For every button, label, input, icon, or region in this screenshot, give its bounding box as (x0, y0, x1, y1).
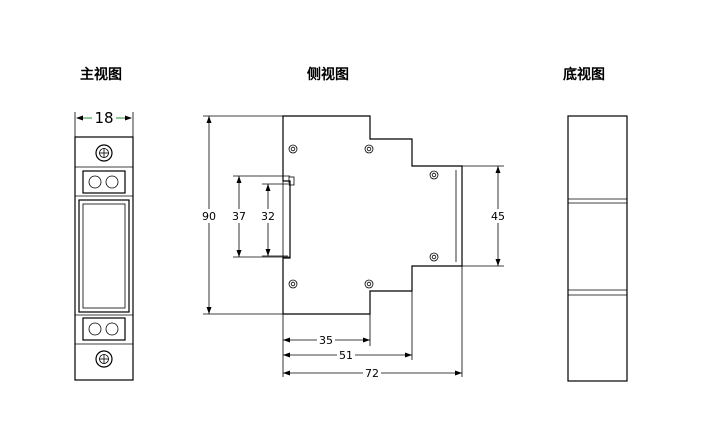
bottom-screw-icon (95, 350, 113, 368)
bottom-view (567, 115, 628, 382)
bottom-view-title: 底视图 (563, 66, 605, 83)
front-body-outline (74, 136, 134, 381)
dimension-height-total: 90 (201, 115, 283, 315)
dimension-label-37: 37 (232, 210, 246, 223)
bottom-body-outline (567, 115, 628, 382)
dimension-depth-51: 51 (283, 349, 412, 362)
dimension-height-32: 32 (260, 183, 288, 257)
dimension-depth-72: 72 (283, 367, 462, 380)
dimension-label-35: 35 (319, 334, 333, 347)
top-terminal-block (82, 170, 126, 194)
dimension-label-72: 72 (365, 367, 379, 380)
dimension-label-51: 51 (339, 349, 353, 362)
dimension-width: 18 (74, 109, 134, 137)
dimension-label-90: 90 (202, 210, 216, 223)
side-view: 90 37 32 (201, 115, 506, 380)
front-label-window (78, 199, 130, 313)
side-view-title: 侧视图 (307, 66, 349, 83)
dimension-label-32: 32 (261, 210, 275, 223)
dimension-height-45: 45 (462, 165, 506, 267)
bottom-terminal-block (82, 317, 126, 341)
side-screw-icons (288, 144, 439, 289)
dimension-height-37: 37 (231, 175, 290, 258)
dimension-label-45: 45 (491, 210, 505, 223)
side-profile-outline (282, 115, 463, 315)
dimension-label-width: 18 (94, 109, 113, 127)
front-view-title: 主视图 (80, 66, 122, 83)
top-screw-icon (95, 144, 113, 162)
dimension-depth-35: 35 (283, 334, 370, 347)
front-view: 18 (74, 109, 134, 381)
